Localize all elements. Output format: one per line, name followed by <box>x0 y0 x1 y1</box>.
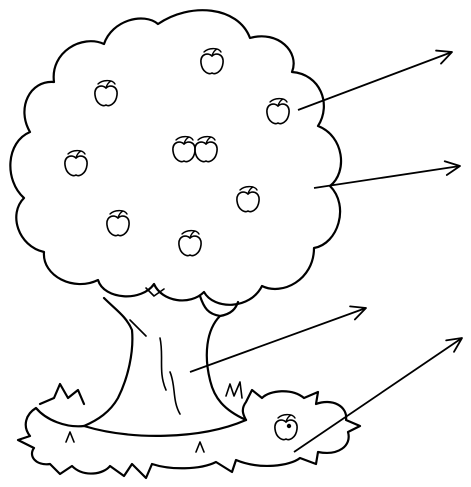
apple-icon <box>107 211 129 236</box>
apple-icon <box>65 151 87 176</box>
apple-icon <box>179 231 201 256</box>
apple-icon <box>173 137 195 162</box>
apple-icon <box>267 99 289 124</box>
apple-icon <box>195 137 217 162</box>
label-arrow-2 <box>314 161 460 188</box>
label-arrows <box>190 51 462 452</box>
grass-tufts <box>66 382 242 452</box>
apple-icon <box>201 49 223 74</box>
grass-ground-outline <box>18 384 360 478</box>
apple-icon <box>95 81 117 106</box>
label-arrow-4 <box>294 338 462 452</box>
ground-apple-icon <box>275 415 297 440</box>
trunk-texture <box>130 320 180 414</box>
apples-group <box>65 49 297 440</box>
label-arrow-1 <box>298 51 452 110</box>
apple-icon <box>237 187 259 212</box>
